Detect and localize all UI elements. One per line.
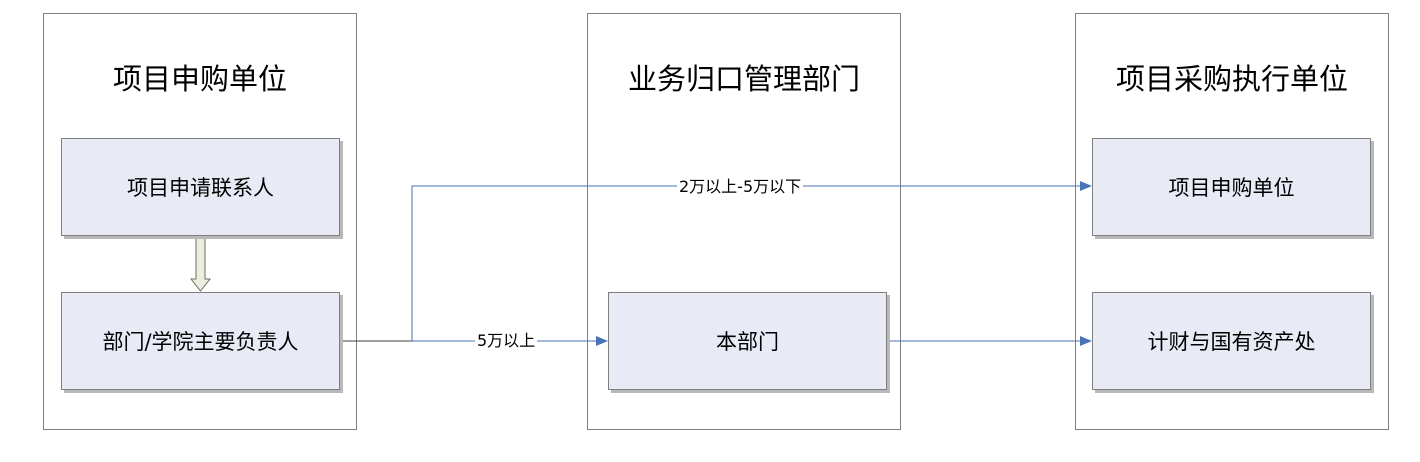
edge-label-5w-plus: 5万以上 [475, 331, 538, 351]
box-project-contact[interactable]: 项目申请联系人 [61, 138, 340, 236]
lane-title-applicant: 项目申购单位 [112, 62, 287, 96]
edge-label-2w-5w: 2万以上-5万以下 [677, 177, 804, 197]
lane-title-business-dept: 业务归口管理部门 [627, 62, 860, 96]
box-dept-head[interactable]: 部门/学院主要负责人 [61, 292, 340, 390]
down-arrow-icon [189, 236, 212, 292]
lane-title-executor: 项目采购执行单位 [1115, 62, 1348, 96]
box-purchase-unit[interactable]: 项目申购单位 [1092, 138, 1371, 236]
box-finance-office[interactable]: 计财与国有资产处 [1092, 292, 1371, 390]
connector-to-purchase-unit [411, 181, 1092, 341]
box-this-dept[interactable]: 本部门 [608, 292, 887, 390]
